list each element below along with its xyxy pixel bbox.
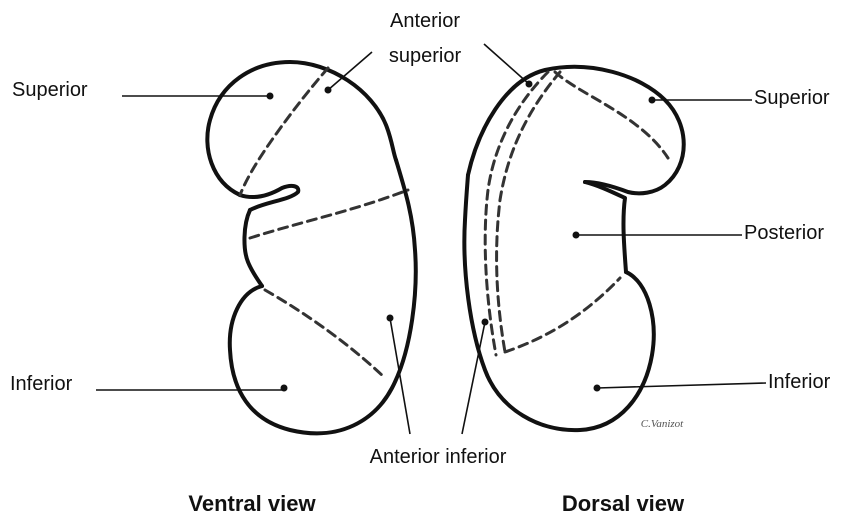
label-superior-right: Superior [754, 87, 830, 109]
ventral-kidney-middle-outline [244, 210, 262, 286]
dorsal-segment-line-superior [555, 72, 668, 158]
caption-dorsal-view: Dorsal view [562, 491, 685, 516]
leader-anterior-superior-dorsal [484, 44, 529, 84]
ventral-segment-line-middle [250, 190, 408, 238]
leader-anterior-inferior-ventral [390, 318, 410, 434]
label-superior-left: Superior [12, 79, 88, 101]
label-anterior-inferior: Anterior inferior [370, 446, 507, 468]
label-anterior-superior-line1: Anterior [390, 10, 460, 32]
dorsal-kidney [464, 67, 683, 430]
ventral-kidney-lower-lobe-outline [230, 160, 416, 433]
ventral-kidney-hilum-curl [240, 186, 298, 210]
ventral-kidney [207, 62, 415, 433]
leader-inferior-right [597, 383, 766, 388]
artist-signature: C.Vanizot [641, 418, 684, 430]
leader-anterior-inferior-dorsal [462, 322, 485, 434]
ventral-segment-line-superior [240, 68, 328, 195]
label-inferior-left: Inferior [10, 373, 73, 395]
label-inferior-right: Inferior [768, 371, 831, 393]
label-posterior: Posterior [744, 222, 824, 244]
dorsal-segment-line-posterior-lower [505, 278, 620, 352]
dorsal-kidney-outer-outline [468, 67, 684, 193]
dorsal-segment-line-outer [485, 72, 548, 355]
ventral-segment-line-inferior [265, 290, 385, 378]
label-anterior-superior-line2: superior [389, 45, 462, 67]
dorsal-kidney-hilum-upper-curl [585, 182, 626, 272]
caption-ventral-view: Ventral view [188, 491, 316, 516]
dorsal-segment-line-inner [497, 72, 560, 352]
ventral-kidney-upper-lobe-outline [207, 62, 396, 195]
